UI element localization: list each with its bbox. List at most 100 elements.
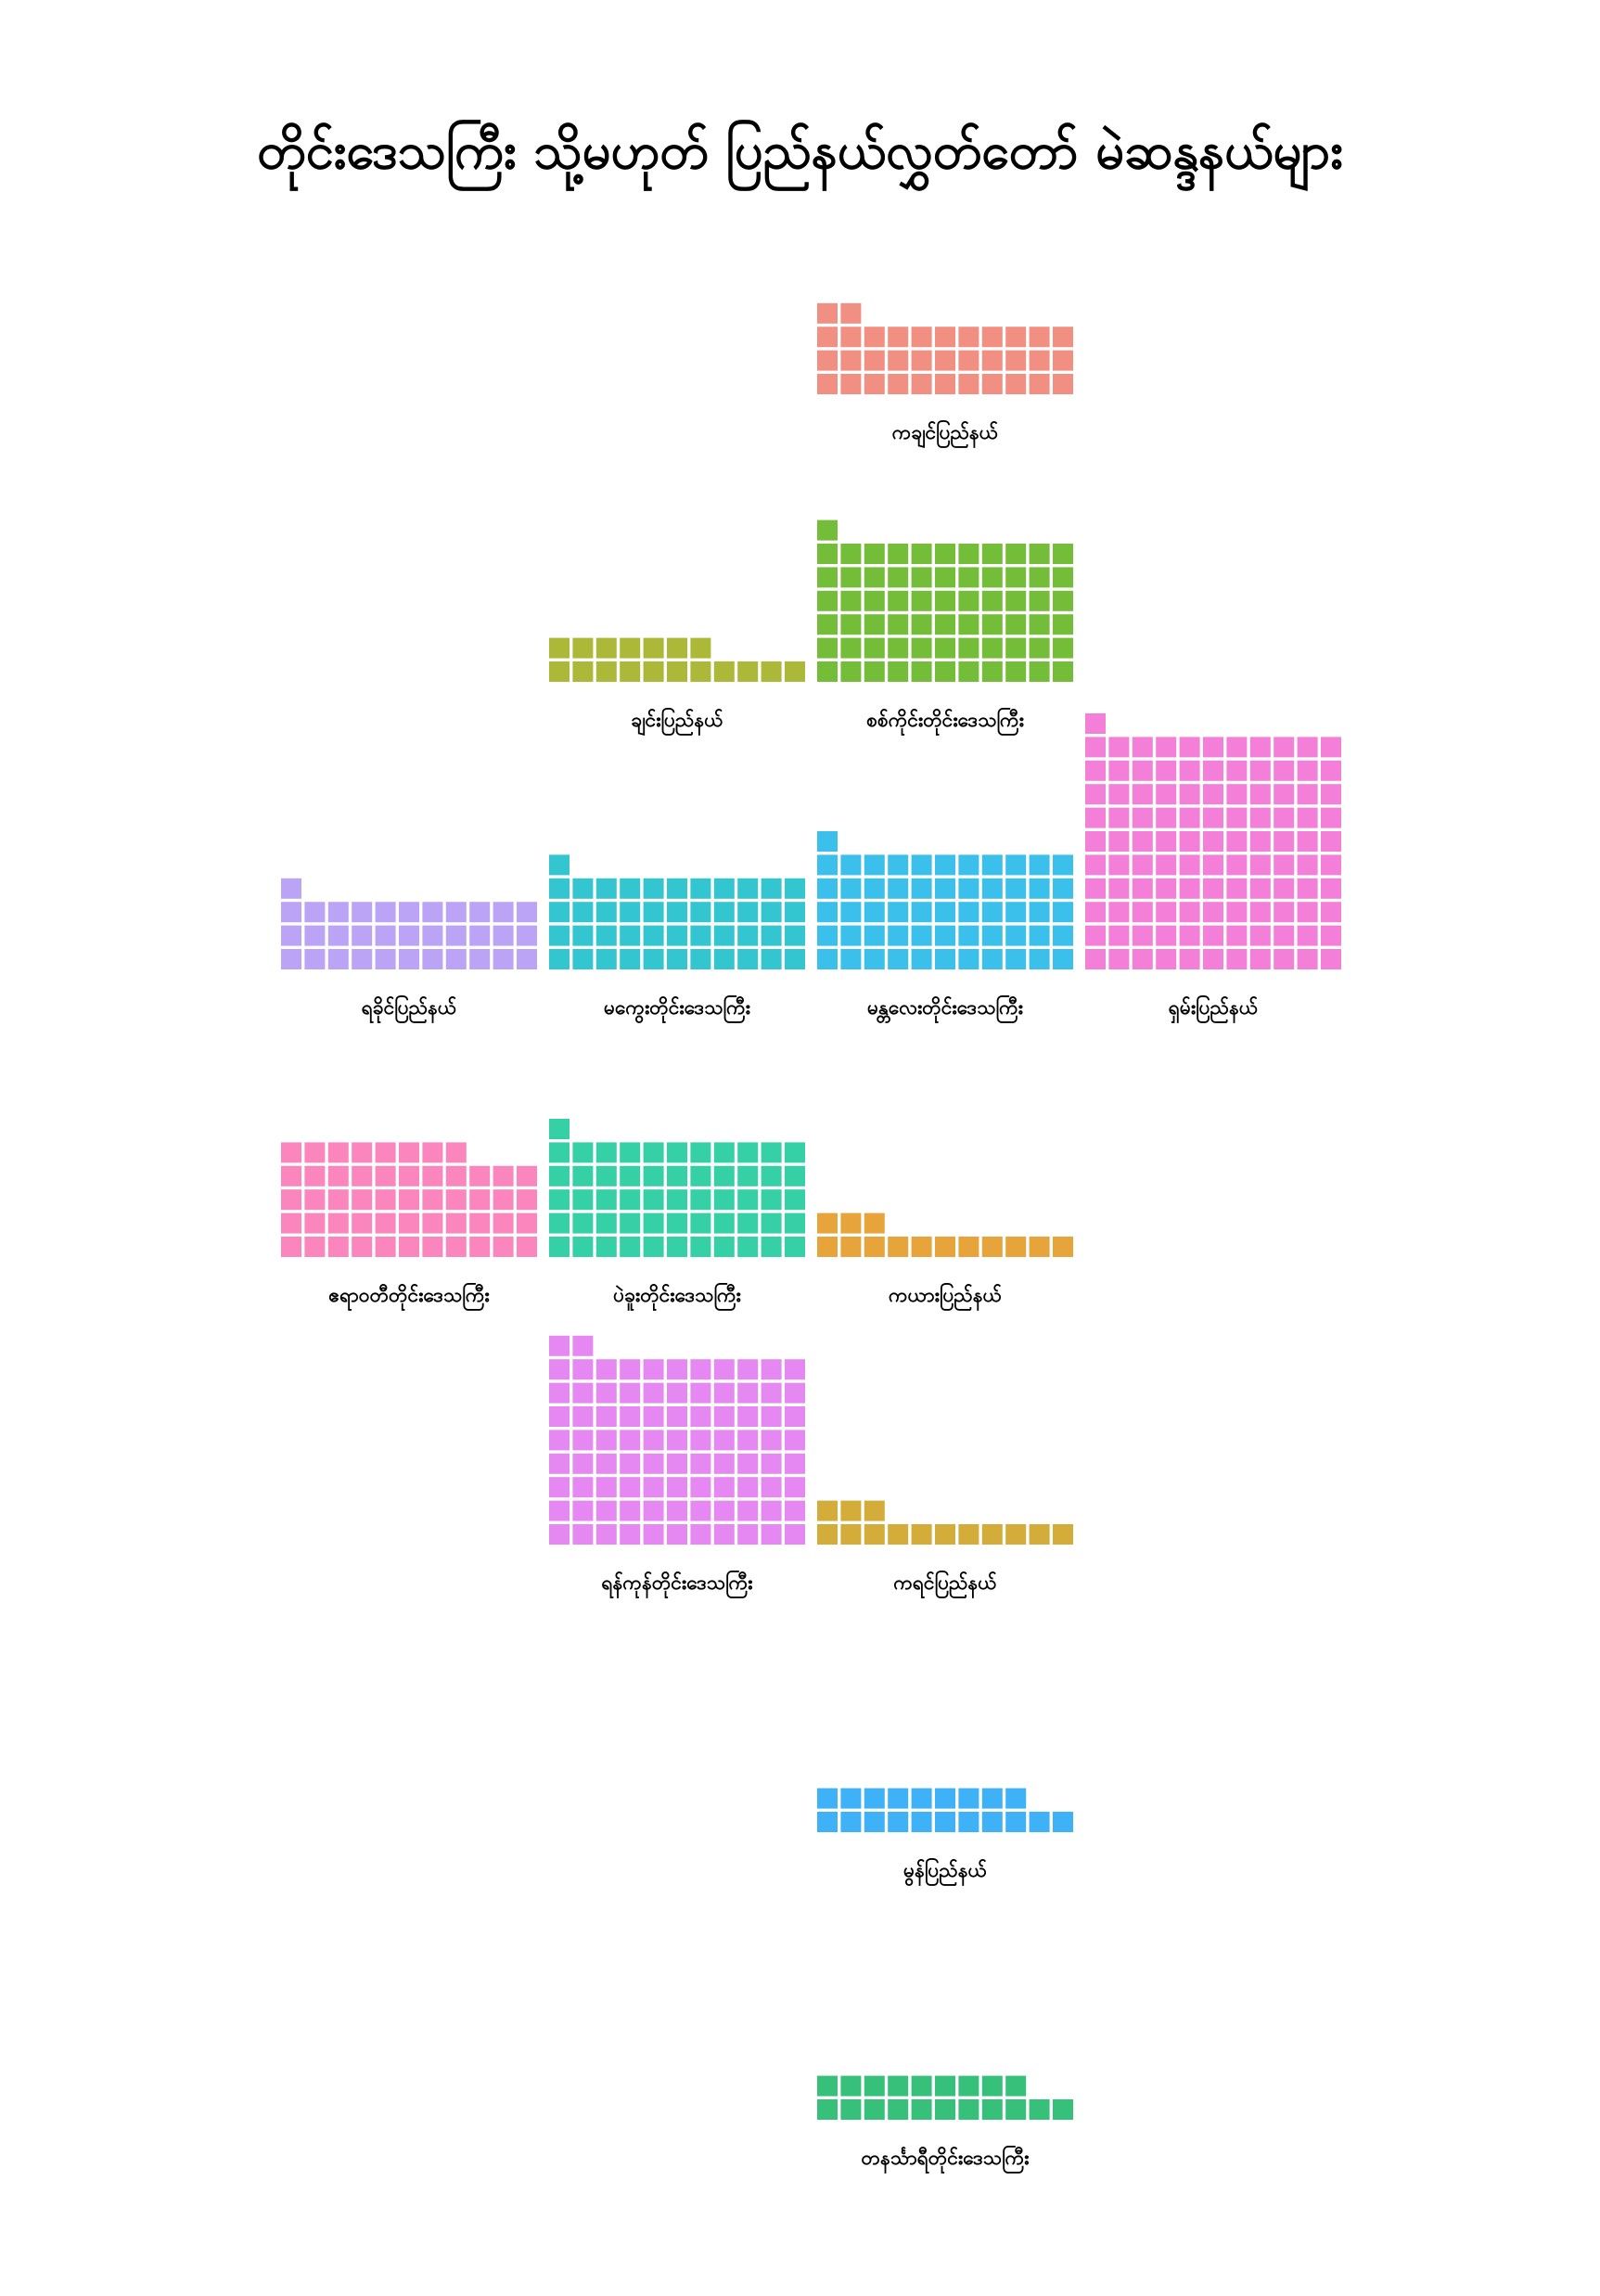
waffle-cell bbox=[549, 1335, 570, 1356]
waffle-cell bbox=[935, 2075, 955, 2097]
region-label: ဧရာဝတီတိုင်းဒေသကြီး bbox=[328, 1281, 490, 1312]
waffle-cell bbox=[713, 1524, 735, 1545]
waffle-cell bbox=[864, 544, 885, 564]
waffle-cell bbox=[549, 949, 570, 969]
waffle-cell bbox=[549, 1359, 570, 1380]
waffle-cell bbox=[1179, 902, 1200, 923]
waffle-cell bbox=[1156, 784, 1177, 805]
waffle-cell bbox=[1179, 760, 1200, 781]
waffle-cell bbox=[620, 1359, 641, 1380]
waffle-cell bbox=[1005, 567, 1027, 588]
waffle-cell bbox=[1274, 902, 1295, 923]
waffle-cell bbox=[1226, 784, 1248, 805]
waffle-cell bbox=[620, 925, 641, 946]
region-label: ရန်ကုန်တိုင်းဒေသကြီး bbox=[601, 1569, 753, 1599]
waffle-cell bbox=[1156, 760, 1177, 781]
waffle-cell bbox=[1249, 784, 1271, 805]
waffle-cell bbox=[667, 1406, 687, 1427]
waffle-cell bbox=[840, 374, 862, 394]
waffle-cell bbox=[911, 878, 932, 899]
waffle-cell bbox=[935, 949, 955, 969]
waffle-cell bbox=[399, 1237, 419, 1257]
waffle-cell bbox=[981, 637, 1003, 659]
waffle-cell bbox=[690, 637, 711, 659]
waffle-cell bbox=[1053, 1524, 1073, 1545]
waffle-cell bbox=[1297, 902, 1318, 923]
waffle-cell bbox=[840, 902, 862, 923]
waffle-cell bbox=[572, 1382, 594, 1404]
waffle-cell bbox=[888, 2075, 909, 2097]
waffle-cell bbox=[327, 1165, 349, 1186]
waffle-cell bbox=[864, 854, 885, 876]
waffle-cell bbox=[493, 1212, 514, 1234]
waffle-cell bbox=[572, 1406, 594, 1427]
region-label: မွန်ပြည်နယ် bbox=[903, 1856, 988, 1887]
waffle-cell bbox=[785, 1524, 805, 1545]
waffle-cell bbox=[1053, 590, 1073, 611]
waffle-cell bbox=[911, 2075, 932, 2097]
waffle-cell bbox=[713, 1165, 735, 1186]
waffle-cell bbox=[1029, 902, 1050, 923]
waffle-cell bbox=[667, 1142, 687, 1163]
waffle-cell bbox=[422, 1237, 443, 1257]
waffle-cell bbox=[958, 2099, 979, 2120]
region-waffle: မကွေးတိုင်းဒေသကြီး bbox=[549, 854, 805, 1024]
waffle-cell bbox=[1029, 854, 1050, 876]
waffle-cell bbox=[595, 1142, 617, 1163]
waffle-cell bbox=[549, 1430, 570, 1451]
region-waffle: ကရင်ပြည်နယ် bbox=[817, 1500, 1073, 1599]
waffle-cell bbox=[888, 949, 909, 969]
waffle-cell bbox=[737, 1430, 759, 1451]
waffle-cell bbox=[840, 350, 862, 371]
waffle-cell bbox=[817, 661, 838, 682]
waffle-cell bbox=[1029, 1812, 1050, 1832]
waffle-cell bbox=[864, 590, 885, 611]
waffle-cell bbox=[667, 949, 687, 969]
waffle-cell bbox=[817, 1500, 838, 1521]
waffle-cell bbox=[1005, 1237, 1027, 1257]
waffle-cell bbox=[1108, 878, 1130, 899]
waffle-cell bbox=[1029, 590, 1050, 611]
waffle-cell bbox=[713, 1500, 735, 1521]
waffle-cell bbox=[595, 1212, 617, 1234]
waffle-cell bbox=[1274, 760, 1295, 781]
waffle-cell bbox=[911, 902, 932, 923]
region-waffle: ကချင်ပြည်နယ် bbox=[817, 302, 1073, 449]
waffle-cell bbox=[1274, 949, 1295, 969]
waffle-cell bbox=[785, 1500, 805, 1521]
waffle-cell bbox=[517, 949, 537, 969]
waffle-cell bbox=[958, 1237, 979, 1257]
waffle-cell bbox=[958, 1812, 979, 1832]
waffle-cell bbox=[595, 1237, 617, 1257]
waffle-cell bbox=[304, 1237, 326, 1257]
waffle-cell bbox=[375, 1212, 396, 1234]
waffle-cell bbox=[864, 902, 885, 923]
waffle-cell bbox=[864, 1812, 885, 1832]
waffle-cell bbox=[713, 1237, 735, 1257]
waffle-cell bbox=[958, 1524, 979, 1545]
waffle-cell bbox=[981, 1812, 1003, 1832]
waffle-cell bbox=[1005, 637, 1027, 659]
waffle-cell bbox=[1053, 544, 1073, 564]
waffle-cell bbox=[817, 1524, 838, 1545]
waffle-cell bbox=[595, 949, 617, 969]
waffle-cell bbox=[981, 854, 1003, 876]
waffle-cell bbox=[785, 1453, 805, 1474]
waffle-cell bbox=[643, 1212, 664, 1234]
waffle-cell bbox=[840, 878, 862, 899]
waffle-cell bbox=[572, 1165, 594, 1186]
waffle-cell bbox=[1005, 614, 1027, 635]
waffle-cell bbox=[864, 2075, 885, 2097]
waffle-cell bbox=[1321, 831, 1341, 852]
waffle-cell bbox=[713, 1142, 735, 1163]
waffle-cell bbox=[817, 1812, 838, 1832]
waffle-cell bbox=[1321, 784, 1341, 805]
waffle-cell bbox=[1297, 807, 1318, 828]
waffle-cell bbox=[572, 878, 594, 899]
waffle-cell bbox=[1029, 1237, 1050, 1257]
waffle-cell bbox=[1053, 854, 1073, 876]
waffle-cell bbox=[445, 1165, 467, 1186]
waffle-cell bbox=[643, 1524, 664, 1545]
waffle-cell bbox=[1053, 661, 1073, 682]
waffle-cell bbox=[958, 949, 979, 969]
